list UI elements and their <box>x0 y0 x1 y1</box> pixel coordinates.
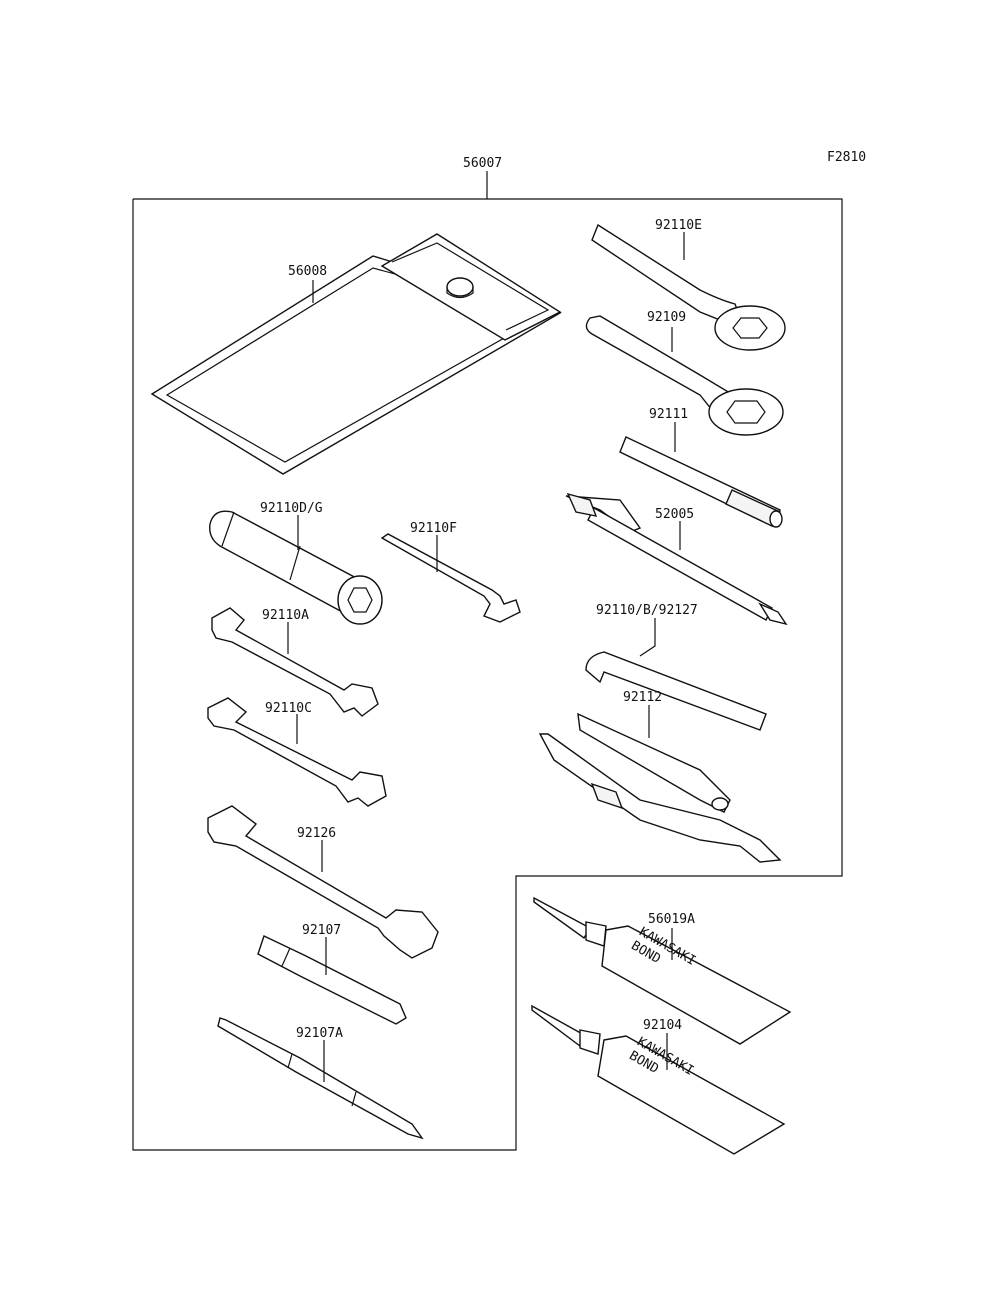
tool-52005 <box>565 492 788 626</box>
label-52005: 52005 <box>655 507 694 522</box>
label-92107a: 92107A <box>296 1026 343 1041</box>
label-92107: 92107 <box>302 923 341 938</box>
label-92110c: 92110C <box>265 701 312 716</box>
label-92112: 92112 <box>623 690 662 705</box>
label-bag-56008: 56008 <box>288 264 327 279</box>
wrench-92126 <box>207 805 439 959</box>
label-kit-56007: 56007 <box>463 156 502 171</box>
label-92110e: 92110E <box>655 218 702 233</box>
hex-key-92110b <box>585 651 767 731</box>
kit-outline <box>132 171 843 1151</box>
label-92109: 92109 <box>647 310 686 325</box>
wrench-92110a <box>211 607 379 717</box>
wrench-92110f <box>380 533 521 623</box>
ring-wrench-92110e <box>591 223 786 351</box>
tool-bag <box>150 233 562 475</box>
box-wrench-92110dg <box>209 510 383 625</box>
label-92104: 92104 <box>643 1018 682 1033</box>
wrench-92110c <box>207 697 387 807</box>
label-92110f: 92110F <box>410 521 457 536</box>
pliers-92112 <box>538 712 782 863</box>
screwdriver-92107a <box>217 1017 424 1140</box>
figure-code: F2810 <box>827 150 866 165</box>
bond-tube-92104: KAWASAKI BOND <box>531 1004 786 1155</box>
label-92110a: 92110A <box>262 608 309 623</box>
label-92111: 92111 <box>649 407 688 422</box>
label-92110dg: 92110D/G <box>260 501 323 516</box>
label-56019a: 56019A <box>648 912 695 927</box>
bond-tube-56019a: KAWASAKI BOND <box>533 896 792 1045</box>
ring-wrench-92109 <box>585 315 784 436</box>
bar-92111 <box>619 436 783 528</box>
screwdriver-92107 <box>257 935 407 1025</box>
label-92110b-92127: 92110/B/92127 <box>596 603 698 618</box>
label-92126: 92126 <box>297 826 336 841</box>
